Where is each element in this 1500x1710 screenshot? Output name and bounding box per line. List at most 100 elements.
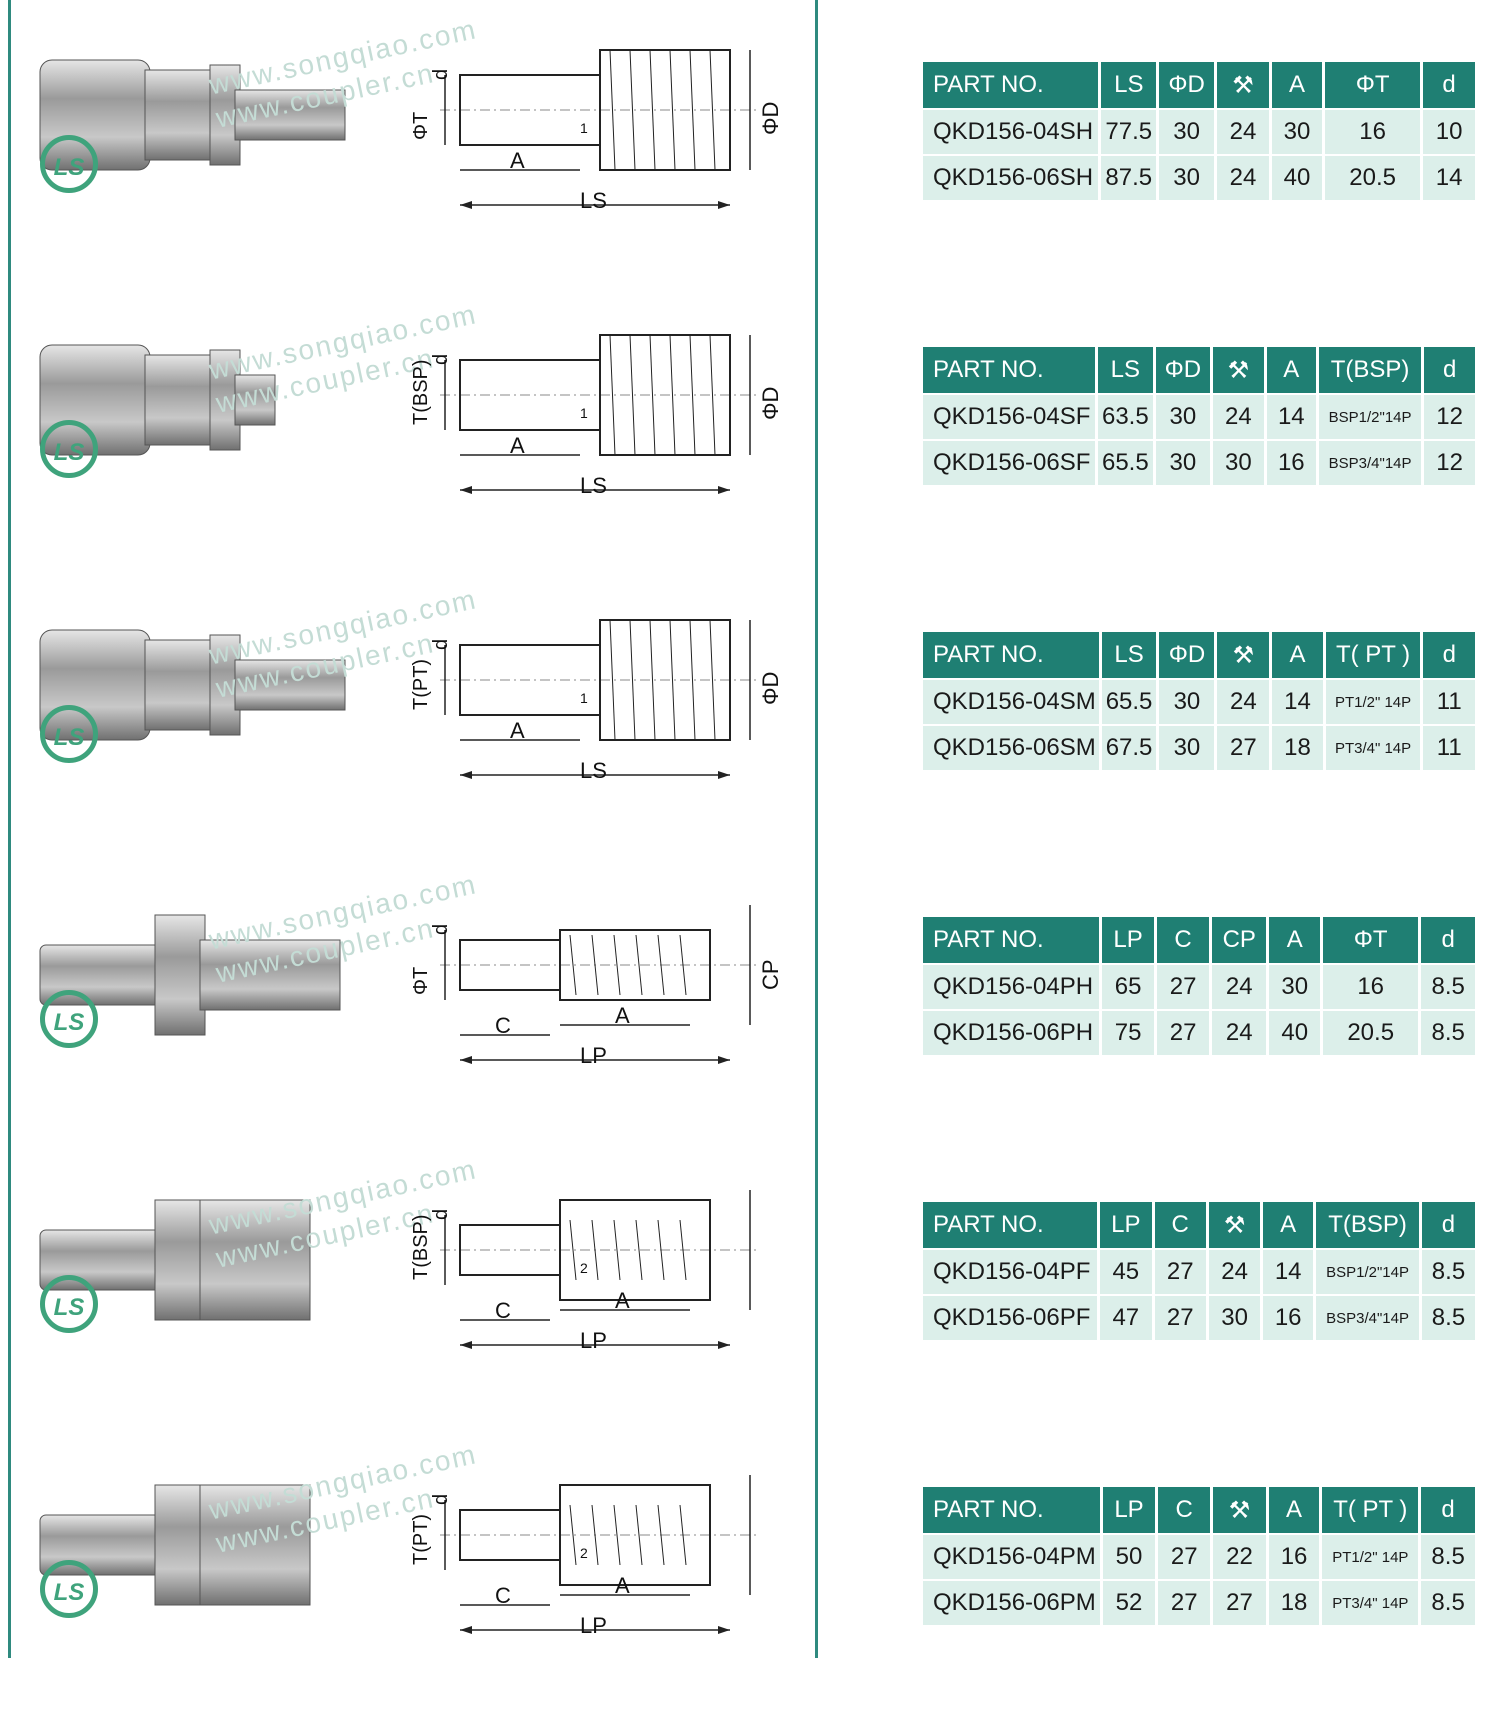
column-header: d (1424, 347, 1475, 393)
spec-cell: 16 (1266, 441, 1316, 485)
dim-label-t: T(BSP) (410, 359, 432, 425)
column-header: LP (1100, 1202, 1152, 1248)
spec-cell: 30 (1159, 680, 1215, 724)
dim-label-t: T(PT) (410, 658, 432, 710)
column-header: d (1423, 62, 1475, 108)
column-header: LS (1101, 62, 1157, 108)
spec-cell: 63.5 (1098, 395, 1153, 439)
column-header: C (1158, 1487, 1211, 1533)
part-number-cell: QKD156-06SH (923, 156, 1099, 200)
column-header: ΦT (1322, 917, 1419, 963)
spec-cell: 50 (1102, 1535, 1156, 1579)
column-header: PART NO. (923, 347, 1096, 393)
spec-cell: 30 (1155, 395, 1211, 439)
wrench-icon: ⚒ (1208, 1202, 1261, 1248)
spec-cell: 30 (1208, 1296, 1261, 1340)
column-header: LS (1098, 347, 1153, 393)
column-header: T(BSP) (1318, 347, 1422, 393)
dim-label-outer: ΦD (758, 671, 783, 705)
dim-label-t: T(BSP) (410, 1214, 432, 1280)
spec-cell: 16 (1325, 110, 1421, 154)
spec-cell: 40 (1271, 156, 1323, 200)
dim-label-t: ΦT (410, 966, 432, 995)
dim-label-len: LP (580, 1613, 607, 1638)
dim-label-outer: ΦD (758, 386, 783, 420)
spec-cell: 30 (1213, 441, 1264, 485)
column-header: LP (1102, 1487, 1156, 1533)
dim-label-d: d (430, 68, 452, 80)
wrench-icon: ⚒ (1213, 347, 1264, 393)
column-header: d (1421, 1487, 1475, 1533)
column-header: PART NO. (923, 1202, 1098, 1248)
spec-cell: 65.5 (1101, 680, 1157, 724)
spec-cell: 27 (1154, 1296, 1206, 1340)
dim-label-c: C (495, 1298, 511, 1323)
spec-cell: BSP3/4"14P (1318, 441, 1422, 485)
spec-cell: 8.5 (1421, 1296, 1475, 1340)
spec-cell: 8.5 (1421, 1581, 1475, 1625)
spec-cell: PT1/2" 14P (1325, 680, 1421, 724)
part-number-cell: QKD156-04PF (923, 1250, 1098, 1294)
spec-cell: PT1/2" 14P (1322, 1535, 1419, 1579)
spec-cell: 27 (1157, 965, 1210, 1009)
dim-label-len: LS (580, 758, 607, 783)
spec-cell: 47 (1100, 1296, 1152, 1340)
dim-label-d: d (430, 353, 452, 365)
dim-label-len: LP (580, 1043, 607, 1068)
center-divider-line (815, 0, 818, 1658)
part-number-cell: QKD156-06SF (923, 441, 1096, 485)
left-border-line (8, 0, 11, 1658)
column-header: PART NO. (923, 1487, 1100, 1533)
dim-label-a: A (510, 433, 525, 458)
spec-cell: 10 (1423, 110, 1475, 154)
dim-label-a: A (615, 1003, 630, 1028)
part-number-cell: QKD156-06PM (923, 1581, 1100, 1625)
spec-cell: PT3/4" 14P (1322, 1581, 1419, 1625)
spec-cell: 65 (1102, 965, 1155, 1009)
column-header: PART NO. (923, 62, 1099, 108)
spec-cell: 30 (1269, 965, 1320, 1009)
dim-label-a: A (615, 1288, 630, 1313)
column-header: d (1421, 917, 1475, 963)
column-header: C (1154, 1202, 1206, 1248)
spec-cell: 24 (1213, 395, 1264, 439)
brand-logo: LS (40, 420, 98, 478)
column-header: A (1269, 917, 1320, 963)
column-header: ΦD (1155, 347, 1211, 393)
spec-cell: 45 (1100, 1250, 1152, 1294)
dim-label-wrench: 1 (580, 120, 588, 136)
spec-cell: 24 (1217, 156, 1269, 200)
brand-logo: LS (40, 990, 98, 1048)
dim-label-a: A (510, 718, 525, 743)
spec-cell: 16 (1263, 1296, 1314, 1340)
dim-label-len: LS (580, 188, 607, 213)
spec-cell: 27 (1154, 1250, 1206, 1294)
spec-cell: BSP1/2"14P (1316, 1250, 1419, 1294)
wrench-icon: ⚒ (1213, 1487, 1266, 1533)
spec-cell: 14 (1263, 1250, 1314, 1294)
column-header: d (1423, 632, 1475, 678)
